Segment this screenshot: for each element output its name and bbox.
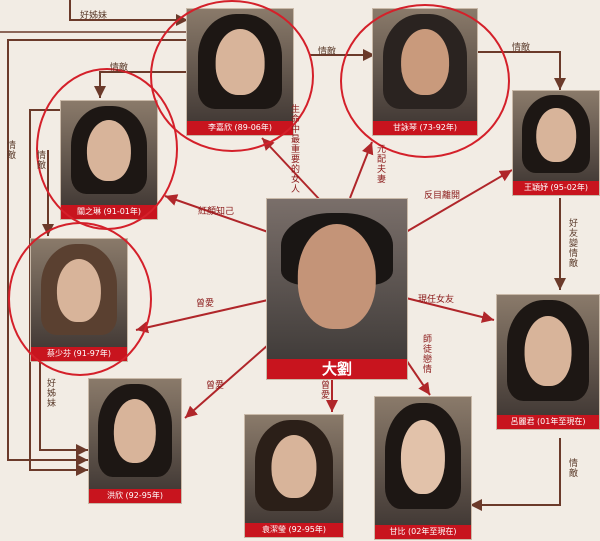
label-hong: 洪欣 (92-95年) [89,489,181,503]
photo-lv: 呂麗君 (01年至現在) [496,294,600,430]
label-yuan: 袁潔瑩 (92-95年) [245,523,343,537]
rel-wang-lv: 好友變情敵 [567,218,577,268]
link-sisters-top [69,0,188,26]
rel-wang-center: 反目離開 [424,191,461,201]
photo-ganbi: 甘比 (02年至現在) [374,396,472,540]
rel-left-inner: 情敵 [35,150,45,170]
label-ganbi: 甘比 (02年至現在) [375,525,471,539]
rel-cai-hong: 好姊妹 [45,378,55,408]
link-center-wang [405,169,513,233]
rel-ganbi-center: 師徒戀情 [421,334,431,374]
photo-center: 大劉 [266,198,408,380]
link-center-guan [164,194,269,233]
rel-cai-center: 曾愛 [196,299,215,309]
rel-yuan-center: 曾愛 [319,380,329,400]
link-center-gan [349,141,374,199]
label-center: 大劉 [267,359,407,379]
rel-lv-center: 現任女友 [418,295,455,305]
rel-gan-wang: 情敵 [512,43,531,53]
highlight-ring-li [150,0,314,152]
rel-li-gan: 情敵 [318,47,337,57]
photo-hong: 洪欣 (92-95年) [88,378,182,504]
label-lv: 呂麗君 (01年至現在) [497,415,599,429]
link-lv-ganbi [470,438,561,511]
photo-wang: 王穎妤 (95-02年) [512,90,600,196]
rel-li-center: 生命中最重要的女人 [289,104,299,194]
link-cai-hong [39,360,88,456]
link-center-cai [135,299,269,334]
rel-li-guan: 情敵 [110,63,129,73]
photo-yuan: 袁潔瑩 (92-95年) [244,414,344,538]
rel-hong-center: 曾愛 [206,381,225,391]
rel-gan-center: 元配夫妻 [375,144,385,184]
link-outer-left [7,39,188,466]
highlight-ring-gan-wq [340,4,510,158]
rel-left-outer: 情敵 [5,140,15,160]
rel-lv-ganbi: 情敵 [567,458,577,478]
link-center-li [261,137,321,201]
link-center-lv [405,297,495,323]
rel-top-left-sisters: 好姊妹 [80,11,108,21]
highlight-ring-guan [36,68,178,230]
label-wang: 王穎妤 (95-02年) [513,181,599,195]
rel-guan-center: 紅顏知己 [198,207,235,217]
highlight-ring-cai [8,222,152,376]
link-center-hong [184,344,269,419]
